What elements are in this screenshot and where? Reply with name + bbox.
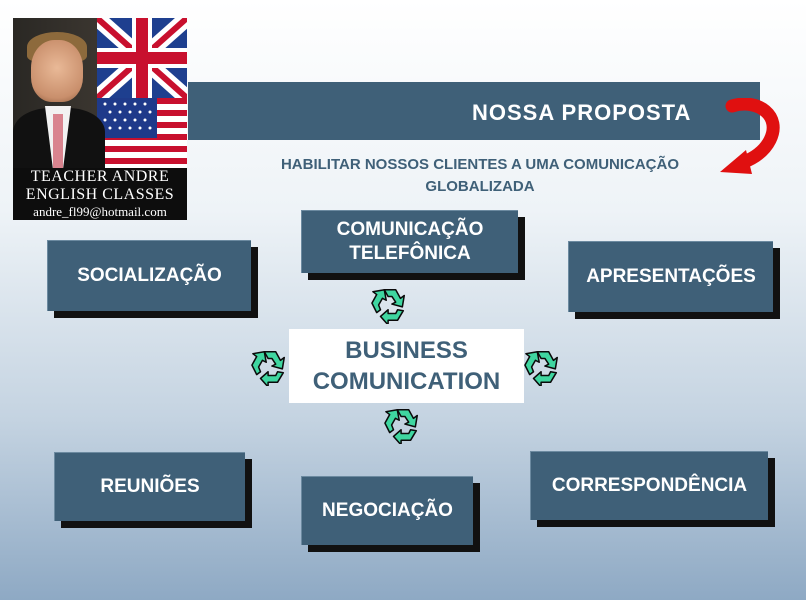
recycle-icon [524, 351, 559, 386]
box-correspondencia-label: CORRESPONDÊNCIA [551, 475, 748, 496]
badge-line1: TEACHER ANDRE [30, 168, 170, 185]
box-comunicacao-line1: COMUNICAÇÃO [336, 219, 484, 240]
box-apresentacoes: APRESENTAÇÕES [568, 241, 773, 312]
box-comunicacao-telefonica: COMUNICAÇÃO TELEFÔNICA [301, 210, 518, 273]
box-negociacao-label: NEGOCIAÇÃO [322, 500, 453, 521]
uk-us-flag-image [97, 18, 187, 168]
person-face [31, 40, 83, 102]
box-apresentacoes-label: APRESENTAÇÕES [586, 266, 756, 287]
subtitle: HABILITAR NOSSOS CLIENTES A UMA COMUNICA… [230, 154, 730, 198]
person-tie [53, 114, 63, 168]
box-negociacao: NEGOCIAÇÃO [301, 476, 473, 545]
center-line1: BUSINESS [345, 337, 468, 364]
subtitle-line2: GLOBALIZADA [425, 178, 535, 195]
header-banner [188, 82, 760, 140]
recycle-icon [384, 409, 419, 444]
box-reunioes: REUNIÕES [54, 452, 245, 521]
subtitle-line1: HABILITAR NOSSOS CLIENTES A UMA COMUNICA… [280, 156, 680, 173]
badge-line2: ENGLISH CLASSES [25, 186, 175, 203]
center-business-communication: BUSINESS COMUNICATION [289, 329, 524, 403]
box-comunicacao-line2: TELEFÔNICA [349, 243, 471, 264]
recycle-icon [371, 289, 406, 324]
badge-text: TEACHER ANDRE ENGLISH CLASSES andre_fl99… [13, 168, 187, 220]
profile-badge: TEACHER ANDRE ENGLISH CLASSES andre_fl99… [13, 18, 187, 220]
box-socializacao: SOCIALIZAÇÃO [47, 240, 251, 311]
page-title: NOSSA PROPOSTA [472, 100, 692, 125]
recycle-icon [251, 351, 286, 386]
curved-arrow-icon [720, 98, 780, 174]
center-line2: COMUNICATION [312, 368, 501, 395]
badge-email: andre_fl99@hotmail.com [33, 204, 167, 219]
box-reunioes-label: REUNIÕES [100, 476, 200, 497]
box-socializacao-label: SOCIALIZAÇÃO [77, 265, 222, 286]
box-correspondencia: CORRESPONDÊNCIA [530, 451, 768, 520]
